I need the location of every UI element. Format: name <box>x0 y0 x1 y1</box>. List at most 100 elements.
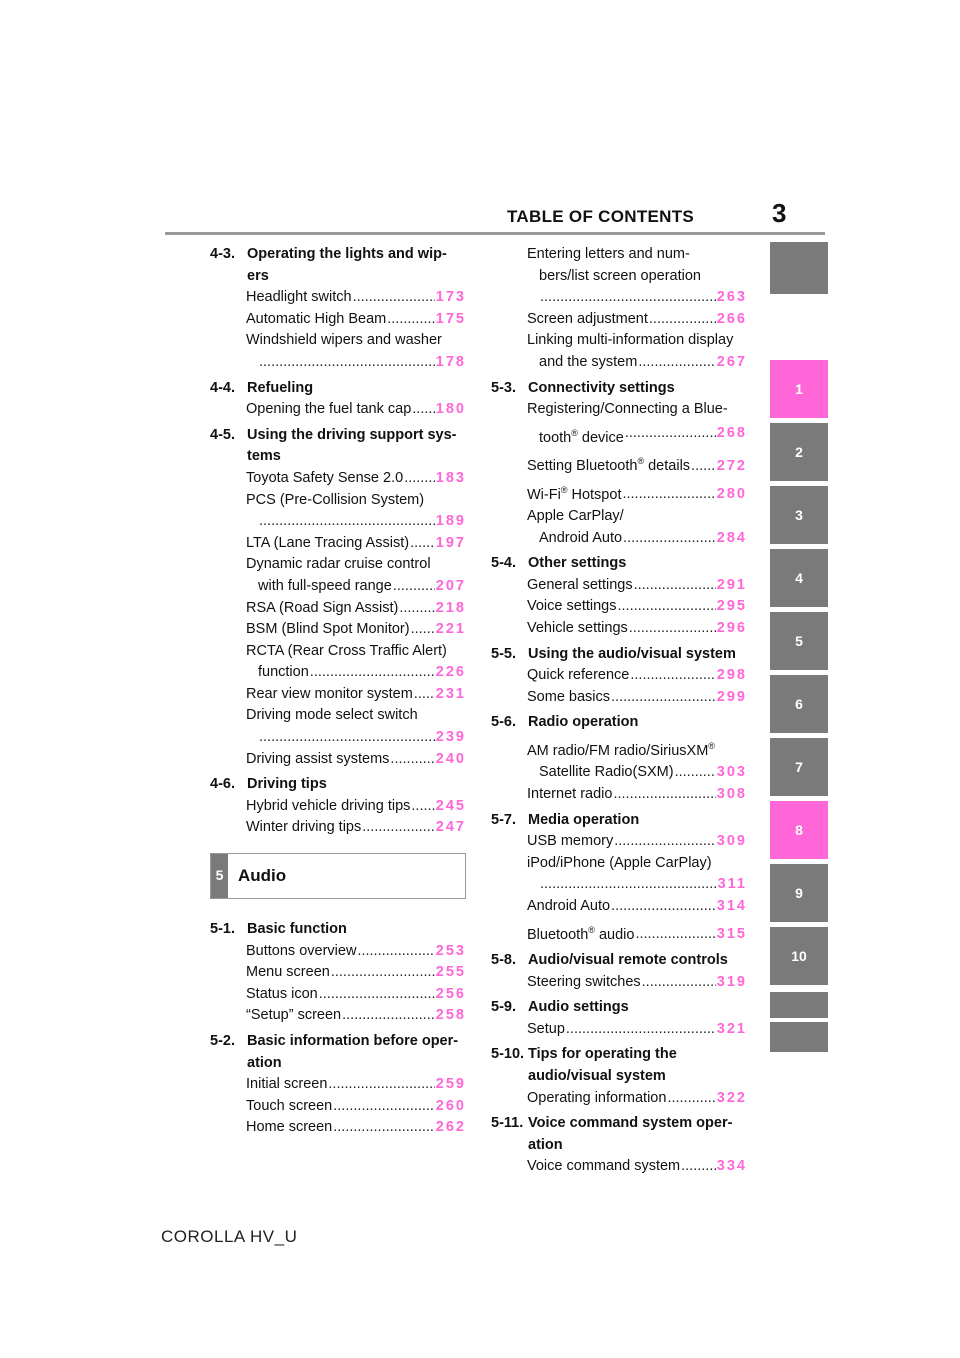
section-heading[interactable]: 5-6. Radio operation <box>491 712 747 734</box>
entry-page[interactable]: 311 <box>717 876 747 893</box>
entry-page[interactable]: 266 <box>716 310 747 327</box>
entry-page[interactable]: 280 <box>716 486 747 503</box>
chapter-tab-7[interactable]: 7 <box>770 738 828 796</box>
toc-entry[interactable]: Screen adjustment 266 <box>491 309 747 331</box>
entry-page[interactable]: 231 <box>435 685 466 702</box>
toc-entry[interactable]: Steering switches 319 <box>491 972 747 994</box>
toc-entry[interactable]: Android Auto 314 <box>491 896 747 918</box>
toc-entry[interactable]: Entering letters and num- bers/list scre… <box>491 244 747 309</box>
section-heading[interactable]: 5-7. Media operation <box>491 810 747 832</box>
toc-entry[interactable]: Toyota Safety Sense 2.0 183 <box>210 468 466 490</box>
entry-page[interactable]: 178 <box>435 353 466 370</box>
toc-entry[interactable]: Driving mode select switch 239 <box>210 705 466 748</box>
chapter-tab-9[interactable]: 9 <box>770 864 828 922</box>
section-heading[interactable]: 5-11. Voice command system oper-ation <box>491 1113 747 1156</box>
entry-page[interactable]: 262 <box>435 1119 466 1136</box>
entry-page[interactable]: 253 <box>435 942 466 959</box>
entry-page[interactable]: 267 <box>716 353 747 370</box>
entry-page[interactable]: 303 <box>716 764 747 781</box>
chapter-tab-5[interactable]: 5 <box>770 612 828 670</box>
entry-page[interactable]: 291 <box>716 576 747 593</box>
toc-entry[interactable]: Opening the fuel tank cap 180 <box>210 399 466 421</box>
section-heading[interactable]: 5-9. Audio settings <box>491 997 747 1019</box>
entry-page[interactable]: 239 <box>435 729 466 746</box>
chapter-tab-6[interactable]: 6 <box>770 675 828 733</box>
toc-entry[interactable]: “Setup” screen 258 <box>210 1005 466 1027</box>
section-heading[interactable]: 4-4. Refueling <box>210 378 466 400</box>
chapter-box-audio[interactable]: 5 Audio <box>210 853 466 900</box>
toc-entry[interactable]: General settings 291 <box>491 575 747 597</box>
entry-page[interactable]: 258 <box>435 1007 466 1024</box>
chapter-tab-1[interactable]: 1 <box>770 360 828 418</box>
toc-entry[interactable]: Vehicle settings 296 <box>491 618 747 640</box>
section-heading[interactable]: 4-6. Driving tips <box>210 774 466 796</box>
entry-page[interactable]: 197 <box>435 534 466 551</box>
entry-page[interactable]: 180 <box>435 401 466 418</box>
toc-entry[interactable]: Hybrid vehicle driving tips 245 <box>210 796 466 818</box>
toc-entry[interactable]: Operating information 322 <box>491 1088 747 1110</box>
toc-entry[interactable]: RCTA (Rear Cross Traffic Alert) function… <box>210 641 466 684</box>
entry-page[interactable]: 298 <box>716 667 747 684</box>
entry-page[interactable]: 173 <box>435 289 466 306</box>
entry-page[interactable]: 183 <box>435 469 466 486</box>
toc-entry[interactable]: Rear view monitor system 231 <box>210 684 466 706</box>
section-heading[interactable]: 5-8. Audio/visual remote controls <box>491 950 747 972</box>
entry-page[interactable]: 308 <box>716 785 747 802</box>
chapter-tab-4[interactable]: 4 <box>770 549 828 607</box>
entry-page[interactable]: 315 <box>716 926 747 943</box>
toc-entry[interactable]: Linking multi-information display and th… <box>491 330 747 373</box>
toc-entry[interactable]: AM radio/FM radio/SiriusXM® Satellite Ra… <box>491 736 747 784</box>
toc-entry[interactable]: Automatic High Beam 175 <box>210 309 466 331</box>
chapter-tab-10[interactable]: 10 <box>770 927 828 985</box>
entry-page[interactable]: 299 <box>716 688 747 705</box>
chapter-tab-blank[interactable] <box>770 992 828 1018</box>
entry-page[interactable]: 319 <box>716 973 747 990</box>
toc-entry[interactable]: iPod/iPhone (Apple CarPlay) 311 <box>491 853 747 896</box>
toc-entry[interactable]: Home screen 262 <box>210 1117 466 1139</box>
chapter-tab-blank[interactable] <box>770 242 828 294</box>
entry-page[interactable]: 295 <box>716 598 747 615</box>
entry-page[interactable]: 296 <box>716 619 747 636</box>
chapter-tab-8[interactable]: 8 <box>770 801 828 859</box>
toc-entry[interactable]: Setup 321 <box>491 1019 747 1041</box>
entry-page[interactable]: 247 <box>435 819 466 836</box>
section-heading[interactable]: 5-10. Tips for operating the audio/visua… <box>491 1044 747 1087</box>
section-heading[interactable]: 4-3. Operating the lights and wip-ers <box>210 244 466 287</box>
toc-entry[interactable]: Winter driving tips 247 <box>210 817 466 839</box>
toc-entry[interactable]: Status icon 256 <box>210 984 466 1006</box>
section-heading[interactable]: 4-5. Using the driving support sys-tems <box>210 425 466 468</box>
toc-entry[interactable]: Internet radio 308 <box>491 784 747 806</box>
toc-entry[interactable]: Bluetooth® audio 315 <box>491 920 747 946</box>
entry-page[interactable]: 245 <box>435 797 466 814</box>
toc-entry[interactable]: Windshield wipers and washer 178 <box>210 330 466 373</box>
entry-page[interactable]: 268 <box>716 424 747 441</box>
entry-page[interactable]: 240 <box>435 750 466 767</box>
entry-page[interactable]: 314 <box>716 897 747 914</box>
section-heading[interactable]: 5-1. Basic function <box>210 919 466 941</box>
toc-entry[interactable]: Registering/Connecting a Blue- tooth® de… <box>491 399 747 449</box>
toc-entry[interactable]: RSA (Road Sign Assist) 218 <box>210 598 466 620</box>
toc-entry[interactable]: Initial screen 259 <box>210 1074 466 1096</box>
toc-entry[interactable]: Dynamic radar cruise control with full-s… <box>210 554 466 597</box>
entry-page[interactable]: 321 <box>716 1020 747 1037</box>
entry-page[interactable]: 263 <box>716 289 747 306</box>
toc-entry[interactable]: LTA (Lane Tracing Assist) 197 <box>210 533 466 555</box>
chapter-tab-3[interactable]: 3 <box>770 486 828 544</box>
toc-entry[interactable]: Voice command system 334 <box>491 1156 747 1178</box>
toc-entry[interactable]: Wi-Fi® Hotspot 280 <box>491 480 747 506</box>
section-heading[interactable]: 5-5. Using the audio/visual system <box>491 644 747 666</box>
toc-entry[interactable]: Menu screen 255 <box>210 962 466 984</box>
entry-page[interactable]: 334 <box>716 1158 747 1175</box>
toc-entry[interactable]: Headlight switch 173 <box>210 287 466 309</box>
toc-entry[interactable]: Driving assist systems 240 <box>210 749 466 771</box>
toc-entry[interactable]: Some basics 299 <box>491 687 747 709</box>
entry-page[interactable]: 322 <box>716 1089 747 1106</box>
toc-entry[interactable]: Apple CarPlay/ Android Auto284 <box>491 506 747 549</box>
toc-entry[interactable]: Quick reference 298 <box>491 665 747 687</box>
toc-entry[interactable]: Touch screen 260 <box>210 1096 466 1118</box>
entry-page[interactable]: 256 <box>435 985 466 1002</box>
section-heading[interactable]: 5-2. Basic information before oper-ation <box>210 1031 466 1074</box>
toc-entry[interactable]: BSM (Blind Spot Monitor) 221 <box>210 619 466 641</box>
entry-page[interactable]: 175 <box>435 310 466 327</box>
toc-entry[interactable]: USB memory 309 <box>491 831 747 853</box>
